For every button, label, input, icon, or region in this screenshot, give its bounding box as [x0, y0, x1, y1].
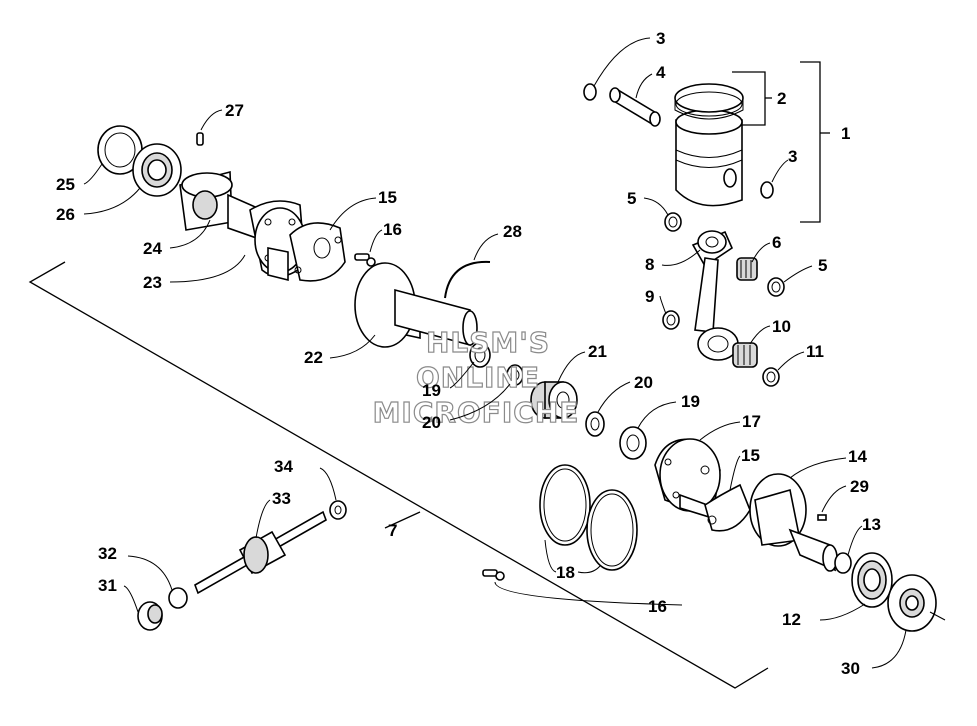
- callout-13: 13: [862, 515, 881, 534]
- callout-15: 15: [378, 188, 397, 207]
- callout-5: 5: [627, 189, 636, 208]
- thrust-washer: [469, 342, 491, 368]
- connecting-rod: [691, 230, 739, 361]
- callout-22: 22: [304, 348, 323, 367]
- crank-gear: [530, 381, 578, 419]
- screw-upper: [354, 253, 376, 267]
- dowel-pin: [196, 132, 204, 146]
- callout-3-right: 3: [788, 147, 797, 166]
- needle-bearing-small-end: [736, 257, 758, 281]
- circlip: [583, 83, 597, 101]
- circlip: [760, 181, 774, 199]
- thrust-washer: [767, 277, 785, 297]
- washer: [762, 367, 780, 387]
- wire-clip: [444, 260, 491, 299]
- callout-8: 8: [645, 255, 654, 274]
- callout-23: 23: [143, 273, 162, 292]
- svg-text:HLSM'S: HLSM'S: [426, 326, 550, 359]
- oil-seal-right: [887, 574, 937, 632]
- callout-10: 10: [772, 317, 791, 336]
- callout-19: 19: [422, 381, 441, 400]
- callout-7: 7: [388, 521, 397, 540]
- snap-ring: [834, 552, 852, 574]
- callout-2: 2: [777, 89, 786, 108]
- callout-25: 25: [56, 175, 75, 194]
- callout-26: 26: [56, 205, 75, 224]
- callout-6: 6: [772, 233, 781, 252]
- woodruff-key: [817, 514, 827, 521]
- nut: [137, 601, 163, 631]
- callout-16: 16: [383, 220, 402, 239]
- callout-24: 24: [143, 239, 162, 258]
- crank-half-center: [354, 262, 478, 348]
- piston-pin: [609, 87, 661, 127]
- piston: [674, 83, 744, 207]
- seal-ring: [586, 489, 638, 571]
- callout-15-right: 15: [741, 446, 760, 465]
- callout-18: 18: [556, 563, 575, 582]
- callout-33: 33: [272, 489, 291, 508]
- crank-half-left: [179, 170, 306, 282]
- callout-14: 14: [848, 447, 867, 466]
- screw-lower: [482, 569, 505, 581]
- ball-bearing-left: [132, 143, 182, 197]
- thrust-washer: [619, 426, 647, 460]
- crankshaft-assembly-bracket: [28, 261, 769, 689]
- callout-29: 29: [850, 477, 869, 496]
- ball-bearing-right: [851, 552, 893, 608]
- bushing: [168, 587, 188, 609]
- callout-3: 3: [656, 29, 665, 48]
- seal-ring: [539, 464, 591, 546]
- callout-21: 21: [588, 342, 607, 361]
- callout-20: 20: [422, 413, 441, 432]
- washer: [662, 310, 680, 330]
- needle-bearing-big-end: [732, 342, 758, 368]
- thrust-washer: [664, 212, 682, 232]
- callout-32: 32: [98, 544, 117, 563]
- callout-20-right: 20: [634, 373, 653, 392]
- callout-30: 30: [841, 659, 860, 678]
- shaft-washer: [329, 500, 347, 520]
- callout-34: 34: [274, 457, 293, 476]
- drive-shaft: [194, 510, 327, 595]
- callout-27: 27: [225, 101, 244, 120]
- crank-half-output: [749, 473, 838, 572]
- callout-19-right: 19: [681, 392, 700, 411]
- callout-4: 4: [656, 63, 666, 82]
- crank-counterweight: [289, 222, 346, 282]
- spacer-washer: [506, 364, 524, 386]
- callout-12: 12: [782, 610, 801, 629]
- svg-text:ONLINE: ONLINE: [416, 361, 540, 394]
- callout-16-bottom: 16: [648, 597, 667, 616]
- spacer-washer: [585, 411, 605, 437]
- callout-31: 31: [98, 576, 117, 595]
- callout-28: 28: [503, 222, 522, 241]
- piston-bracket: [732, 61, 830, 223]
- callout-5-right: 5: [818, 256, 827, 275]
- callout-17: 17: [742, 412, 761, 431]
- callout-11: 11: [806, 342, 824, 361]
- watermark: HLSM'S ONLINE MICROFICHE: [372, 325, 580, 429]
- callouts: 1 2 3 3 4 5 5 6 7 8 9 10 11: [56, 29, 907, 678]
- svg-text:MICROFICHE: MICROFICHE: [373, 396, 580, 429]
- callout-9: 9: [645, 287, 654, 306]
- callout-1: 1: [841, 124, 850, 143]
